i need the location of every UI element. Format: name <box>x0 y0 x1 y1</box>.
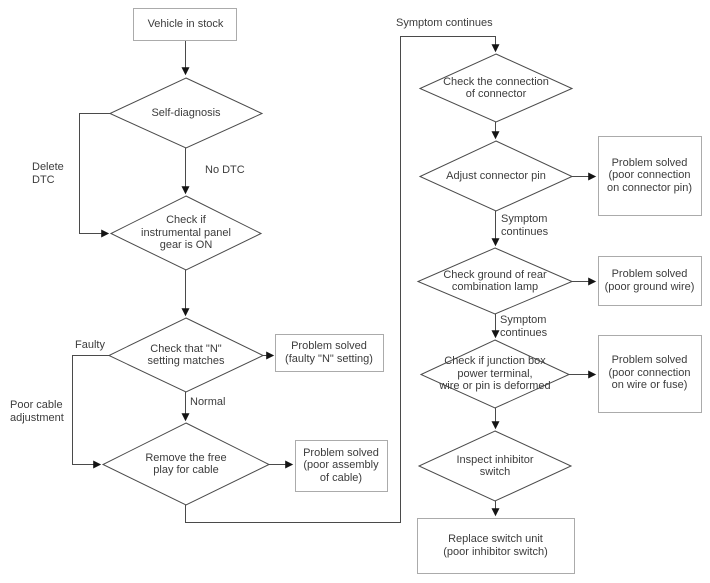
box-result-poor-wire-fuse <box>598 335 702 413</box>
diamond-ground-lamp <box>416 247 574 315</box>
connector-symptom-continues-main <box>185 36 500 523</box>
diamond-n-setting <box>107 317 265 393</box>
diamond-free-play <box>101 422 271 506</box>
box-result-poor-pin <box>598 136 702 216</box>
box-result-poor-assembly <box>295 440 388 492</box>
diamond-adjust-pin <box>418 140 574 212</box>
diamond-self-diagnosis <box>108 77 264 149</box>
diamond-connector-connection <box>418 53 574 123</box>
box-replace-switch-unit <box>417 518 575 574</box>
diamond-inhibitor-switch <box>417 430 573 502</box>
box-result-faulty-n <box>275 334 384 372</box>
connector-faulty-loop <box>72 355 109 469</box>
diamond-panel-gear <box>109 195 263 271</box>
box-vehicle-in-stock <box>133 8 237 41</box>
connector-delete-dtc-loop <box>79 113 110 238</box>
box-result-poor-ground <box>598 256 702 306</box>
diamond-junction-box <box>419 339 571 409</box>
